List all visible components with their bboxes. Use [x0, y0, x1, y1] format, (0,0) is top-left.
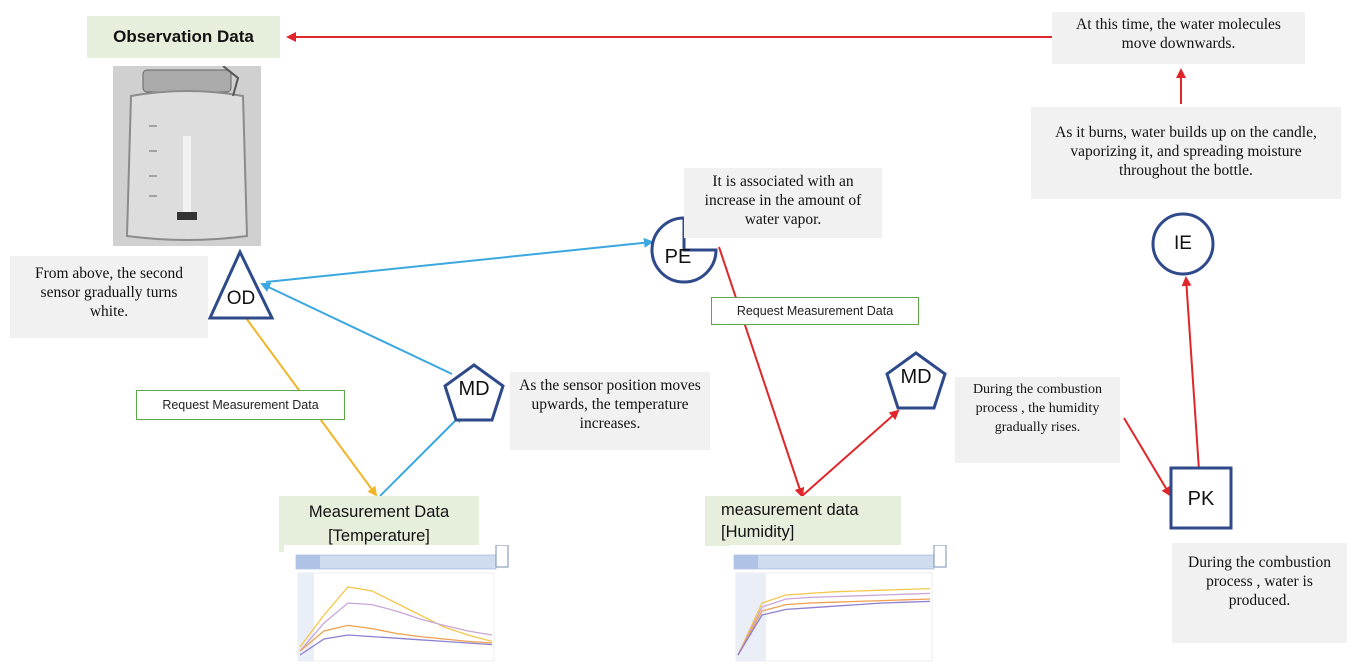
humidity-chart-svg [730, 544, 950, 667]
series-line-2 [299, 624, 493, 652]
arrow-md1-to-od [260, 282, 453, 375]
humidity-chart [730, 544, 950, 667]
note-md1: As the sensor position moves upwards, th… [510, 372, 710, 450]
temperature-chart-svg [284, 544, 514, 667]
arrow-od-to-pe [265, 237, 654, 283]
observation-data-label: Observation Data [113, 27, 254, 46]
series-line-1 [737, 592, 931, 656]
measurement-humidity-box: measurement data [Humidity] [705, 496, 901, 546]
measurement-temperature-box: Measurement Data [Temperature] [279, 496, 479, 552]
arrow-pk-to-ie [1181, 276, 1201, 486]
pk-label: PK [1187, 488, 1215, 510]
arrow-humidity-to-md2 [801, 409, 900, 497]
series-line-0 [737, 587, 931, 656]
md1-label: MD [458, 378, 490, 400]
md2-label: MD [900, 366, 932, 388]
od-label: OD [226, 288, 256, 309]
note-pe: It is associated with an increase in the… [684, 168, 882, 238]
ie-circle-node[interactable] [1151, 212, 1215, 276]
arrow-md2note-to-pk [1123, 417, 1172, 497]
note-pk: During the combustion process , water is… [1172, 543, 1347, 643]
observation-data-box: Observation Data [87, 16, 280, 58]
od-triangle-node[interactable] [207, 248, 275, 320]
note-md2: During the combustion process , the humi… [955, 377, 1120, 463]
series-line-0 [299, 586, 493, 648]
temperature-chart [284, 544, 514, 667]
series-line-2 [737, 598, 931, 656]
note-od: From above, the second sensor gradually … [10, 256, 208, 338]
series-line-1 [299, 602, 493, 652]
note-burn: As it burns, water builds up on the cand… [1031, 107, 1341, 199]
request-measurement-left[interactable]: Request Measurement Data [136, 390, 345, 420]
jar-photo [113, 66, 261, 246]
arrow-pe-to-humidity [718, 246, 805, 498]
series-line-3 [299, 634, 493, 656]
pe-label: PE [664, 246, 692, 268]
note-water-molecules: At this time, the water molecules move d… [1052, 12, 1305, 64]
request-measurement-center[interactable]: Request Measurement Data [711, 297, 919, 325]
md2-pentagon-node[interactable] [885, 351, 947, 410]
pk-square-node[interactable] [1169, 466, 1233, 530]
series-line-3 [737, 600, 931, 656]
md1-pentagon-node[interactable] [443, 363, 505, 422]
arrow-temp-to-md1 [379, 412, 464, 497]
pe-node[interactable] [650, 216, 718, 284]
ie-label: IE [1174, 233, 1192, 254]
